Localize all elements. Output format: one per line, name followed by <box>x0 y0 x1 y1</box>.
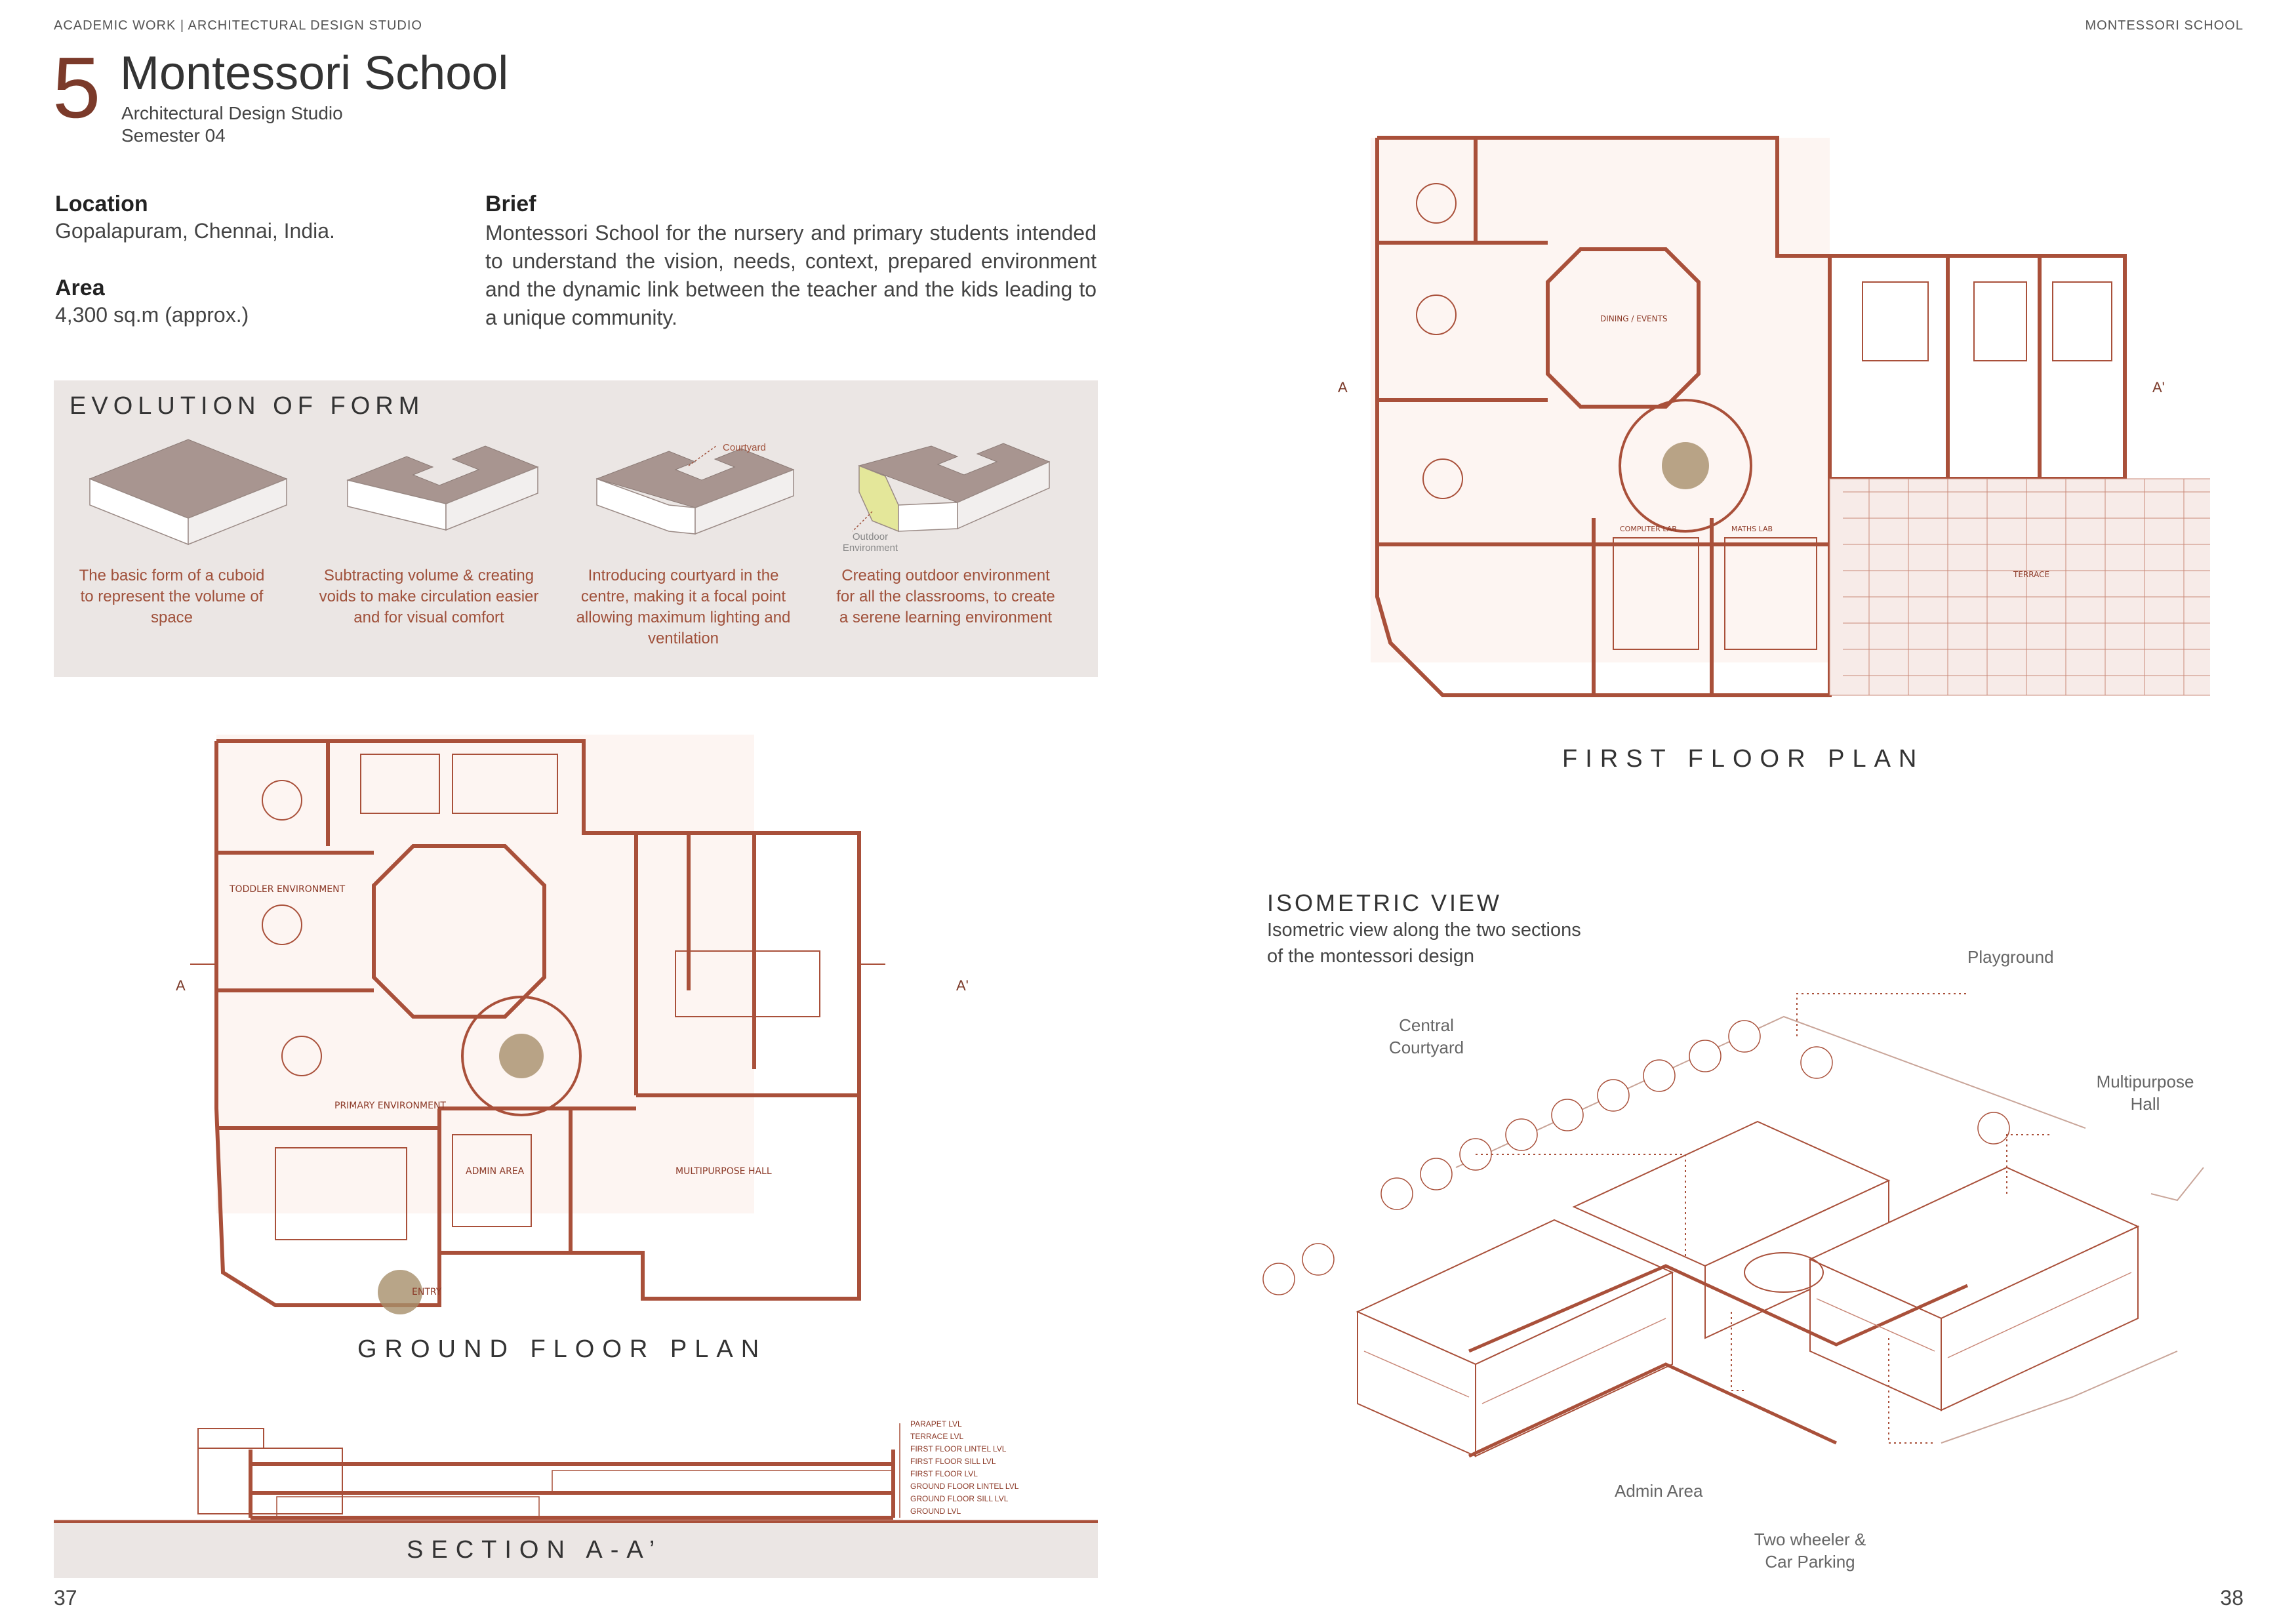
ground-section-marker-a2: A' <box>956 977 969 994</box>
section-level-8: GROUND LVL <box>910 1507 961 1516</box>
evolution-panel: EVOLUTION OF FORM Courtya <box>54 380 1098 677</box>
callout-multipurpose-2: Hall <box>2130 1094 2160 1114</box>
callout-central-courtyard-2: Courtyard <box>1388 1038 1464 1057</box>
isometric-subtitle-2: of the montessori design <box>1267 946 1474 967</box>
callout-central-courtyard-1: Central <box>1399 1015 1454 1035</box>
callout-multipurpose-1: Multipurpose <box>2096 1072 2194 1091</box>
section-level-3: FIRST FLOOR LINTEL LVL <box>910 1444 1007 1453</box>
isometric-subtitle-1: Isometric view along the two sections <box>1267 920 1581 941</box>
svg-text:MATHS LAB: MATHS LAB <box>1731 525 1773 533</box>
callout-playground: Playground <box>1967 947 2054 967</box>
first-floor-plan-title: FIRST FLOOR PLAN <box>1562 745 1925 773</box>
svg-text:COMPUTER LAB: COMPUTER LAB <box>1620 525 1677 533</box>
svg-text:TERRACE: TERRACE <box>2013 570 2049 579</box>
form-cuboid <box>89 439 288 546</box>
header-left: ACADEMIC WORK | ARCHITECTURAL DESIGN STU… <box>54 18 422 33</box>
evolution-caption-4: Creating outdoor environment for all the… <box>836 567 1055 626</box>
evolution-caption-2: Subtracting volume & creating voids to m… <box>319 567 539 626</box>
first-section-marker-a: A <box>1338 379 1348 396</box>
ground-section-marker-a: A <box>176 977 186 994</box>
callout-admin-area: Admin Area <box>1615 1481 1703 1501</box>
outdoor-environment-label: Outdoor Environment <box>842 531 898 554</box>
section-band <box>54 1523 1098 1578</box>
section-drawing <box>54 1423 1098 1524</box>
isometric-drawing <box>1262 993 2204 1458</box>
page-number-right: 38 <box>2220 1586 2244 1610</box>
section-level-2: TERRACE LVL <box>910 1432 964 1441</box>
brief-text: Montessori School for the nursery and pr… <box>485 221 1097 329</box>
ground-floor-plan-drawing: MULTIPURPOSE HALL PRIMARY ENVIRONMENT TO… <box>190 735 885 1314</box>
form-outdoor <box>852 443 1051 533</box>
header-right: MONTESSORI SCHOOL <box>2085 18 2244 33</box>
svg-text:ADMIN AREA: ADMIN AREA <box>466 1166 525 1177</box>
evolution-diagrams <box>89 439 1051 546</box>
location-label: Location <box>55 192 148 216</box>
section-levels: PARAPET LVL TERRACE LVL FIRST FLOOR LINT… <box>910 1418 1018 1518</box>
section-level-6: GROUND FLOOR LINTEL LVL <box>910 1482 1019 1491</box>
ground-entry-label: ENTRY <box>412 1287 442 1297</box>
section-level-7: GROUND FLOOR SILL LVL <box>910 1494 1009 1503</box>
first-section-marker-a2: A' <box>2152 379 2165 396</box>
courtyard-label: Courtyard <box>723 442 766 453</box>
location-value: Gopalapuram, Chennai, India. <box>55 219 335 243</box>
evolution-caption-1: The basic form of a cuboid to represent … <box>79 567 265 626</box>
project-title: Montessori School <box>120 47 509 100</box>
section-title: SECTION A-A’ <box>407 1536 663 1564</box>
project-subtitle-semester: Semester 04 <box>121 125 226 146</box>
evolution-title: EVOLUTION OF FORM <box>70 392 425 420</box>
section-level-5: FIRST FLOOR LVL <box>910 1469 978 1478</box>
section-level-4: FIRST FLOOR SILL LVL <box>910 1457 996 1466</box>
page-number-left: 37 <box>54 1586 77 1610</box>
project-number: 5 <box>52 39 101 136</box>
area-value: 4,300 sq.m (approx.) <box>55 303 249 327</box>
svg-text:TODDLER ENVIRONMENT: TODDLER ENVIRONMENT <box>229 884 346 895</box>
brief-label: Brief <box>485 192 536 216</box>
area-label: Area <box>55 275 105 300</box>
svg-text:DINING / EVENTS: DINING / EVENTS <box>1600 314 1668 323</box>
ground-floor-plan-title: GROUND FLOOR PLAN <box>357 1335 767 1363</box>
isometric-title: ISOMETRIC VIEW <box>1267 889 1502 916</box>
evolution-caption-3: Introducing courtyard in the centre, mak… <box>576 567 791 647</box>
section-level-1: PARAPET LVL <box>910 1419 962 1429</box>
form-courtyard <box>595 445 795 535</box>
svg-text:PRIMARY ENVIRONMENT: PRIMARY ENVIRONMENT <box>334 1101 446 1111</box>
first-floor-plan-drawing: DINING / EVENTS COMPUTER LAB MATHS LAB T… <box>1371 136 2210 697</box>
callout-parking-1: Two wheeler & <box>1754 1530 1866 1549</box>
ground-room-multipurpose: MULTIPURPOSE HALL <box>675 1166 772 1177</box>
callout-parking-2: Car Parking <box>1765 1552 1855 1572</box>
project-subtitle-studio: Architectural Design Studio <box>121 103 343 123</box>
form-subtracted <box>346 445 539 531</box>
